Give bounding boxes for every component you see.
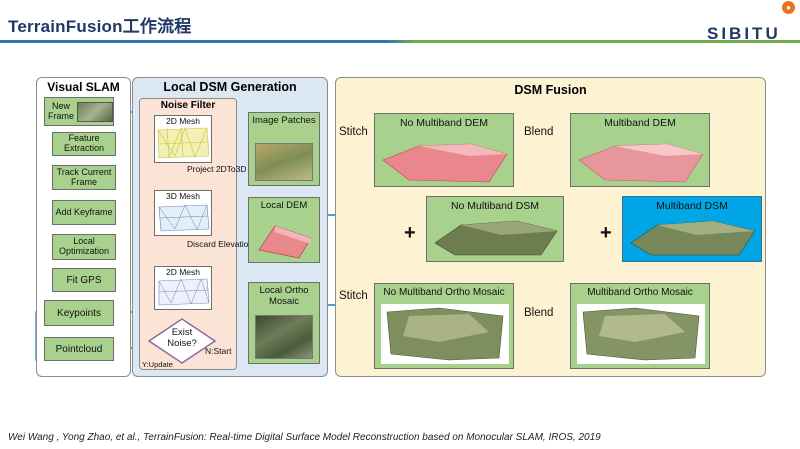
exist-noise-label: Exist Noise? — [167, 327, 197, 349]
slam-step-track-current-frame: Track Current Frame — [52, 165, 116, 190]
blend-label-bottom: Blend — [524, 307, 554, 319]
blend-label-top: Blend — [524, 126, 554, 138]
local-ortho-box: Local Ortho Mosaic — [248, 282, 320, 364]
mesh-3d-label: 3D Mesh — [165, 191, 200, 201]
mesh-2d-bottom-label: 2D Mesh — [165, 267, 200, 277]
local-dem-thumbnail — [258, 225, 312, 259]
multiband-dem-label: Multiband DEM — [604, 117, 676, 129]
slam-step-new-frame: New Frame — [44, 97, 114, 126]
noise-filter-title: Noise Filter — [160, 100, 216, 111]
visual-slam-title: Visual SLAM — [47, 80, 120, 94]
multiband-dem-thumbnail — [578, 143, 704, 183]
slam-step-pointcloud: Pointcloud — [44, 337, 114, 361]
multiband-dem-box: Multiband DEM — [570, 113, 710, 187]
plus-sign-right: + — [600, 222, 612, 244]
local-dem-label: Local DEM — [260, 200, 308, 211]
multiband-ortho-box: Multiband Ortho Mosaic — [570, 283, 710, 369]
image-patches-thumbnail — [255, 143, 313, 181]
no-multiband-dsm-box: No Multiband DSM — [426, 196, 564, 262]
multiband-dsm-thumbnail — [630, 220, 756, 256]
discard-elevation-label: Discard Elevation — [187, 239, 254, 249]
slam-step-fit-gps: Fit GPS — [52, 268, 116, 292]
no-multiband-dem-box: No Multiband DEM — [374, 113, 514, 187]
no-multiband-dsm-label: No Multiband DSM — [450, 200, 540, 212]
image-patches-label: Image Patches — [252, 115, 316, 126]
no-multiband-dem-thumbnail — [382, 143, 508, 183]
slam-step-keypoints: Keypoints — [44, 300, 114, 326]
no-multiband-dem-label: No Multiband DEM — [399, 117, 489, 129]
logo-badge-icon: ● — [782, 1, 795, 14]
stitch-label-top: Stitch — [339, 126, 368, 138]
mesh-3d-icon — [158, 204, 210, 232]
no-multiband-ortho-thumbnail — [381, 304, 509, 364]
multiband-dsm-label: Multiband DSM — [656, 200, 728, 212]
slam-step-feature-extraction: Feature Extraction — [52, 132, 116, 156]
no-start-label: N:Start — [205, 346, 232, 356]
no-multiband-ortho-label: No Multiband Ortho Mosaic — [383, 287, 505, 298]
brand-logo: SIBITU — [707, 24, 781, 43]
page-title: TerrainFusion工作流程 — [8, 17, 192, 36]
exist-noise-decision — [148, 318, 216, 364]
local-ortho-label: Local Ortho Mosaic — [259, 285, 309, 307]
multiband-dsm-box: Multiband DSM — [622, 196, 762, 262]
dsm-fusion-title: DSM Fusion — [514, 83, 587, 97]
slam-step-local-optimization: Local Optimization — [52, 234, 116, 260]
stitch-label-bottom: Stitch — [339, 290, 368, 302]
image-patches-box: Image Patches — [248, 112, 320, 186]
local-ortho-thumbnail — [255, 315, 313, 359]
local-dsm-title: Local DSM Generation — [163, 80, 297, 94]
mesh-wireframe-blue-icon — [158, 278, 210, 306]
multiband-ortho-label: Multiband Ortho Mosaic — [587, 287, 693, 298]
slam-step-label: New Frame — [48, 100, 75, 121]
no-multiband-ortho-box: No Multiband Ortho Mosaic — [374, 283, 514, 369]
mesh-2d-top-label: 2D Mesh — [165, 116, 200, 126]
citation-caption: Wei Wang , Yong Zhao, et al., TerrainFus… — [8, 432, 601, 443]
slam-step-add-keyframe: Add Keyframe — [52, 200, 116, 225]
no-multiband-dsm-thumbnail — [434, 220, 558, 256]
project-2d-to-3d-label: Project 2DTo3D — [187, 164, 247, 174]
visual-slam-panel — [36, 77, 131, 377]
mesh-2d-top: 2D Mesh — [154, 115, 212, 163]
mesh-3d: 3D Mesh — [154, 190, 212, 236]
frame-thumbnail — [77, 101, 113, 122]
mesh-2d-bottom: 2D Mesh — [154, 266, 212, 310]
local-dem-box: Local DEM — [248, 197, 320, 263]
header-divider — [0, 40, 800, 43]
y-update-label: Y:Update — [142, 360, 173, 369]
multiband-ortho-thumbnail — [577, 304, 705, 364]
plus-sign-left: + — [404, 222, 416, 244]
mesh-wireframe-icon — [157, 127, 210, 159]
